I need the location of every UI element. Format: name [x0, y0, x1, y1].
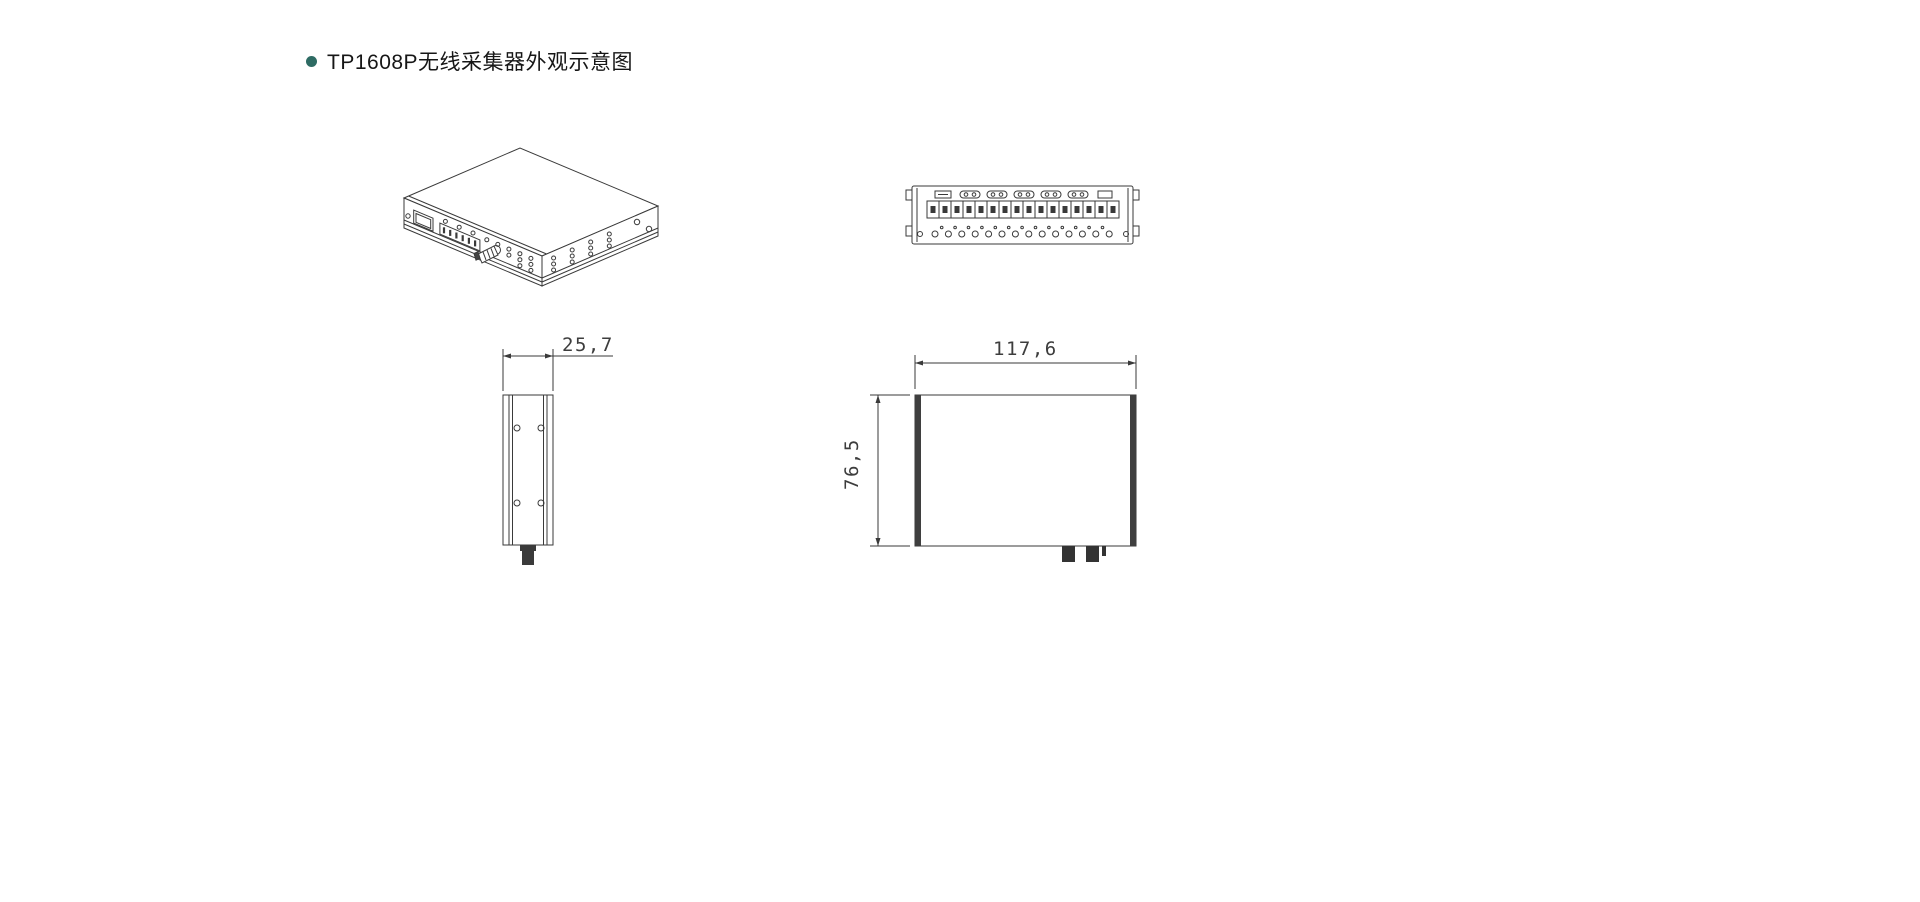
- side-view: [495, 333, 635, 578]
- screw-holes: [634, 219, 651, 231]
- front-view: [840, 333, 1150, 578]
- terminal-block: [927, 201, 1119, 218]
- bottom-hole-row: [918, 226, 1129, 237]
- top-connector-row: [935, 191, 1112, 198]
- page-title-row: TP1608P无线采集器外观示意图: [306, 46, 633, 76]
- side-width-dimension: 25,7: [562, 334, 614, 356]
- page-title: TP1608P无线采集器外观示意图: [327, 51, 634, 74]
- enclosure-body: [404, 148, 658, 286]
- bottom-connectors: [1062, 546, 1106, 562]
- front-width-dimension-line: [915, 355, 1136, 389]
- front-body: [915, 395, 1136, 546]
- front-width-dimension: 117,6: [993, 338, 1058, 360]
- rear-panel-view: [905, 182, 1140, 248]
- antenna-connector: [474, 246, 501, 264]
- side-body: [503, 395, 553, 545]
- terminal-strip: [440, 223, 480, 251]
- ethernet-port: [414, 210, 433, 231]
- front-height-dimension-line: [870, 395, 910, 546]
- bullet-icon: [306, 55, 317, 67]
- side-dimension-line: [503, 349, 613, 391]
- side-antenna-stub: [520, 545, 536, 565]
- front-height-dimension: 76,5: [841, 438, 863, 490]
- ventilation-holes: [443, 219, 611, 272]
- isometric-view: [398, 142, 668, 297]
